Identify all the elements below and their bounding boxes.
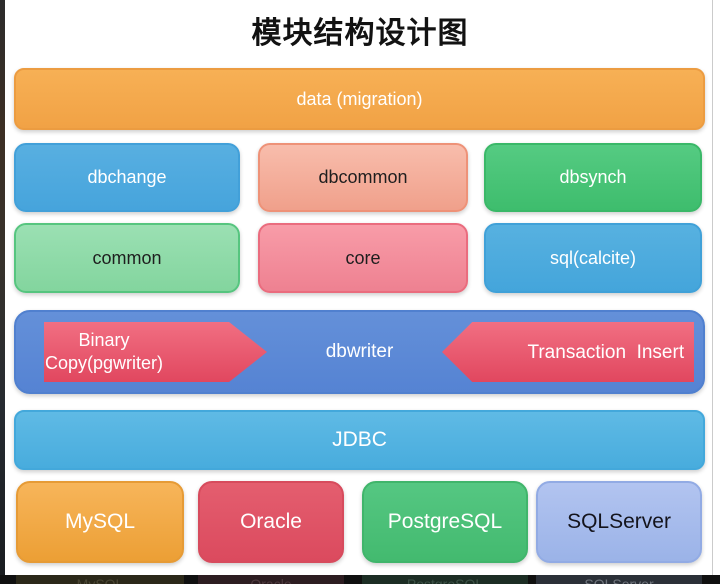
ghost-label-mysql: MySQL [16, 575, 184, 584]
node-sqlserver: SQLServer [536, 481, 702, 563]
arrow-label-line1: Binary [78, 330, 130, 350]
arrow-binary-copy-pgwriter-icon: Binary Copy(pgwriter) [44, 322, 267, 382]
node-label: SQLServer [567, 510, 671, 533]
node-label: dbchange [87, 167, 167, 187]
node-label: dbsynch [559, 167, 627, 187]
node-dbcommon: dbcommon [258, 143, 468, 212]
node-mysql: MySQL [16, 481, 184, 563]
node-dbwriter: dbwriter Binary Copy(pgwriter) Transacti… [14, 310, 705, 394]
arrow-label-line2: Copy(pgwriter) [44, 353, 163, 373]
node-label: dbcommon [318, 167, 408, 187]
ghost-label-postgresql: PostgreSQL [362, 575, 528, 584]
arrow-label: Transaction Insert [527, 341, 685, 363]
right-edge-line [712, 0, 713, 584]
diagram-title: 模块结构设计图 [251, 17, 469, 50]
node-dbsynch: dbsynch [484, 143, 702, 212]
node-core: core [258, 223, 468, 293]
node-label: JDBC [332, 428, 387, 451]
node-postgresql: PostgreSQL [362, 481, 528, 563]
node-label: MySQL [64, 510, 135, 533]
node-jdbc: JDBC [14, 410, 705, 470]
node-label: common [92, 247, 162, 268]
node-label: sql(calcite) [549, 247, 637, 268]
left-dark-edge [0, 0, 5, 584]
arrow-transaction-insert-icon: Transaction Insert [442, 322, 694, 382]
node-label: core [345, 247, 381, 268]
ghost-label-sqlserver: SQLServer [536, 575, 702, 584]
node-data-migration: data (migration) [14, 68, 705, 130]
node-sql-calcite: sql(calcite) [484, 223, 702, 293]
node-label: dbwriter [325, 341, 394, 362]
node-oracle: Oracle [198, 481, 344, 563]
node-dbchange: dbchange [14, 143, 240, 212]
node-label: data (migration) [296, 88, 423, 109]
ghost-label-oracle: Oracle [198, 575, 344, 584]
node-label: Oracle [240, 510, 302, 533]
node-label: PostgreSQL [387, 510, 503, 533]
bottom-dark-strip: MySQL Oracle PostgreSQL SQLServer [0, 575, 720, 584]
node-common: common [14, 223, 240, 293]
